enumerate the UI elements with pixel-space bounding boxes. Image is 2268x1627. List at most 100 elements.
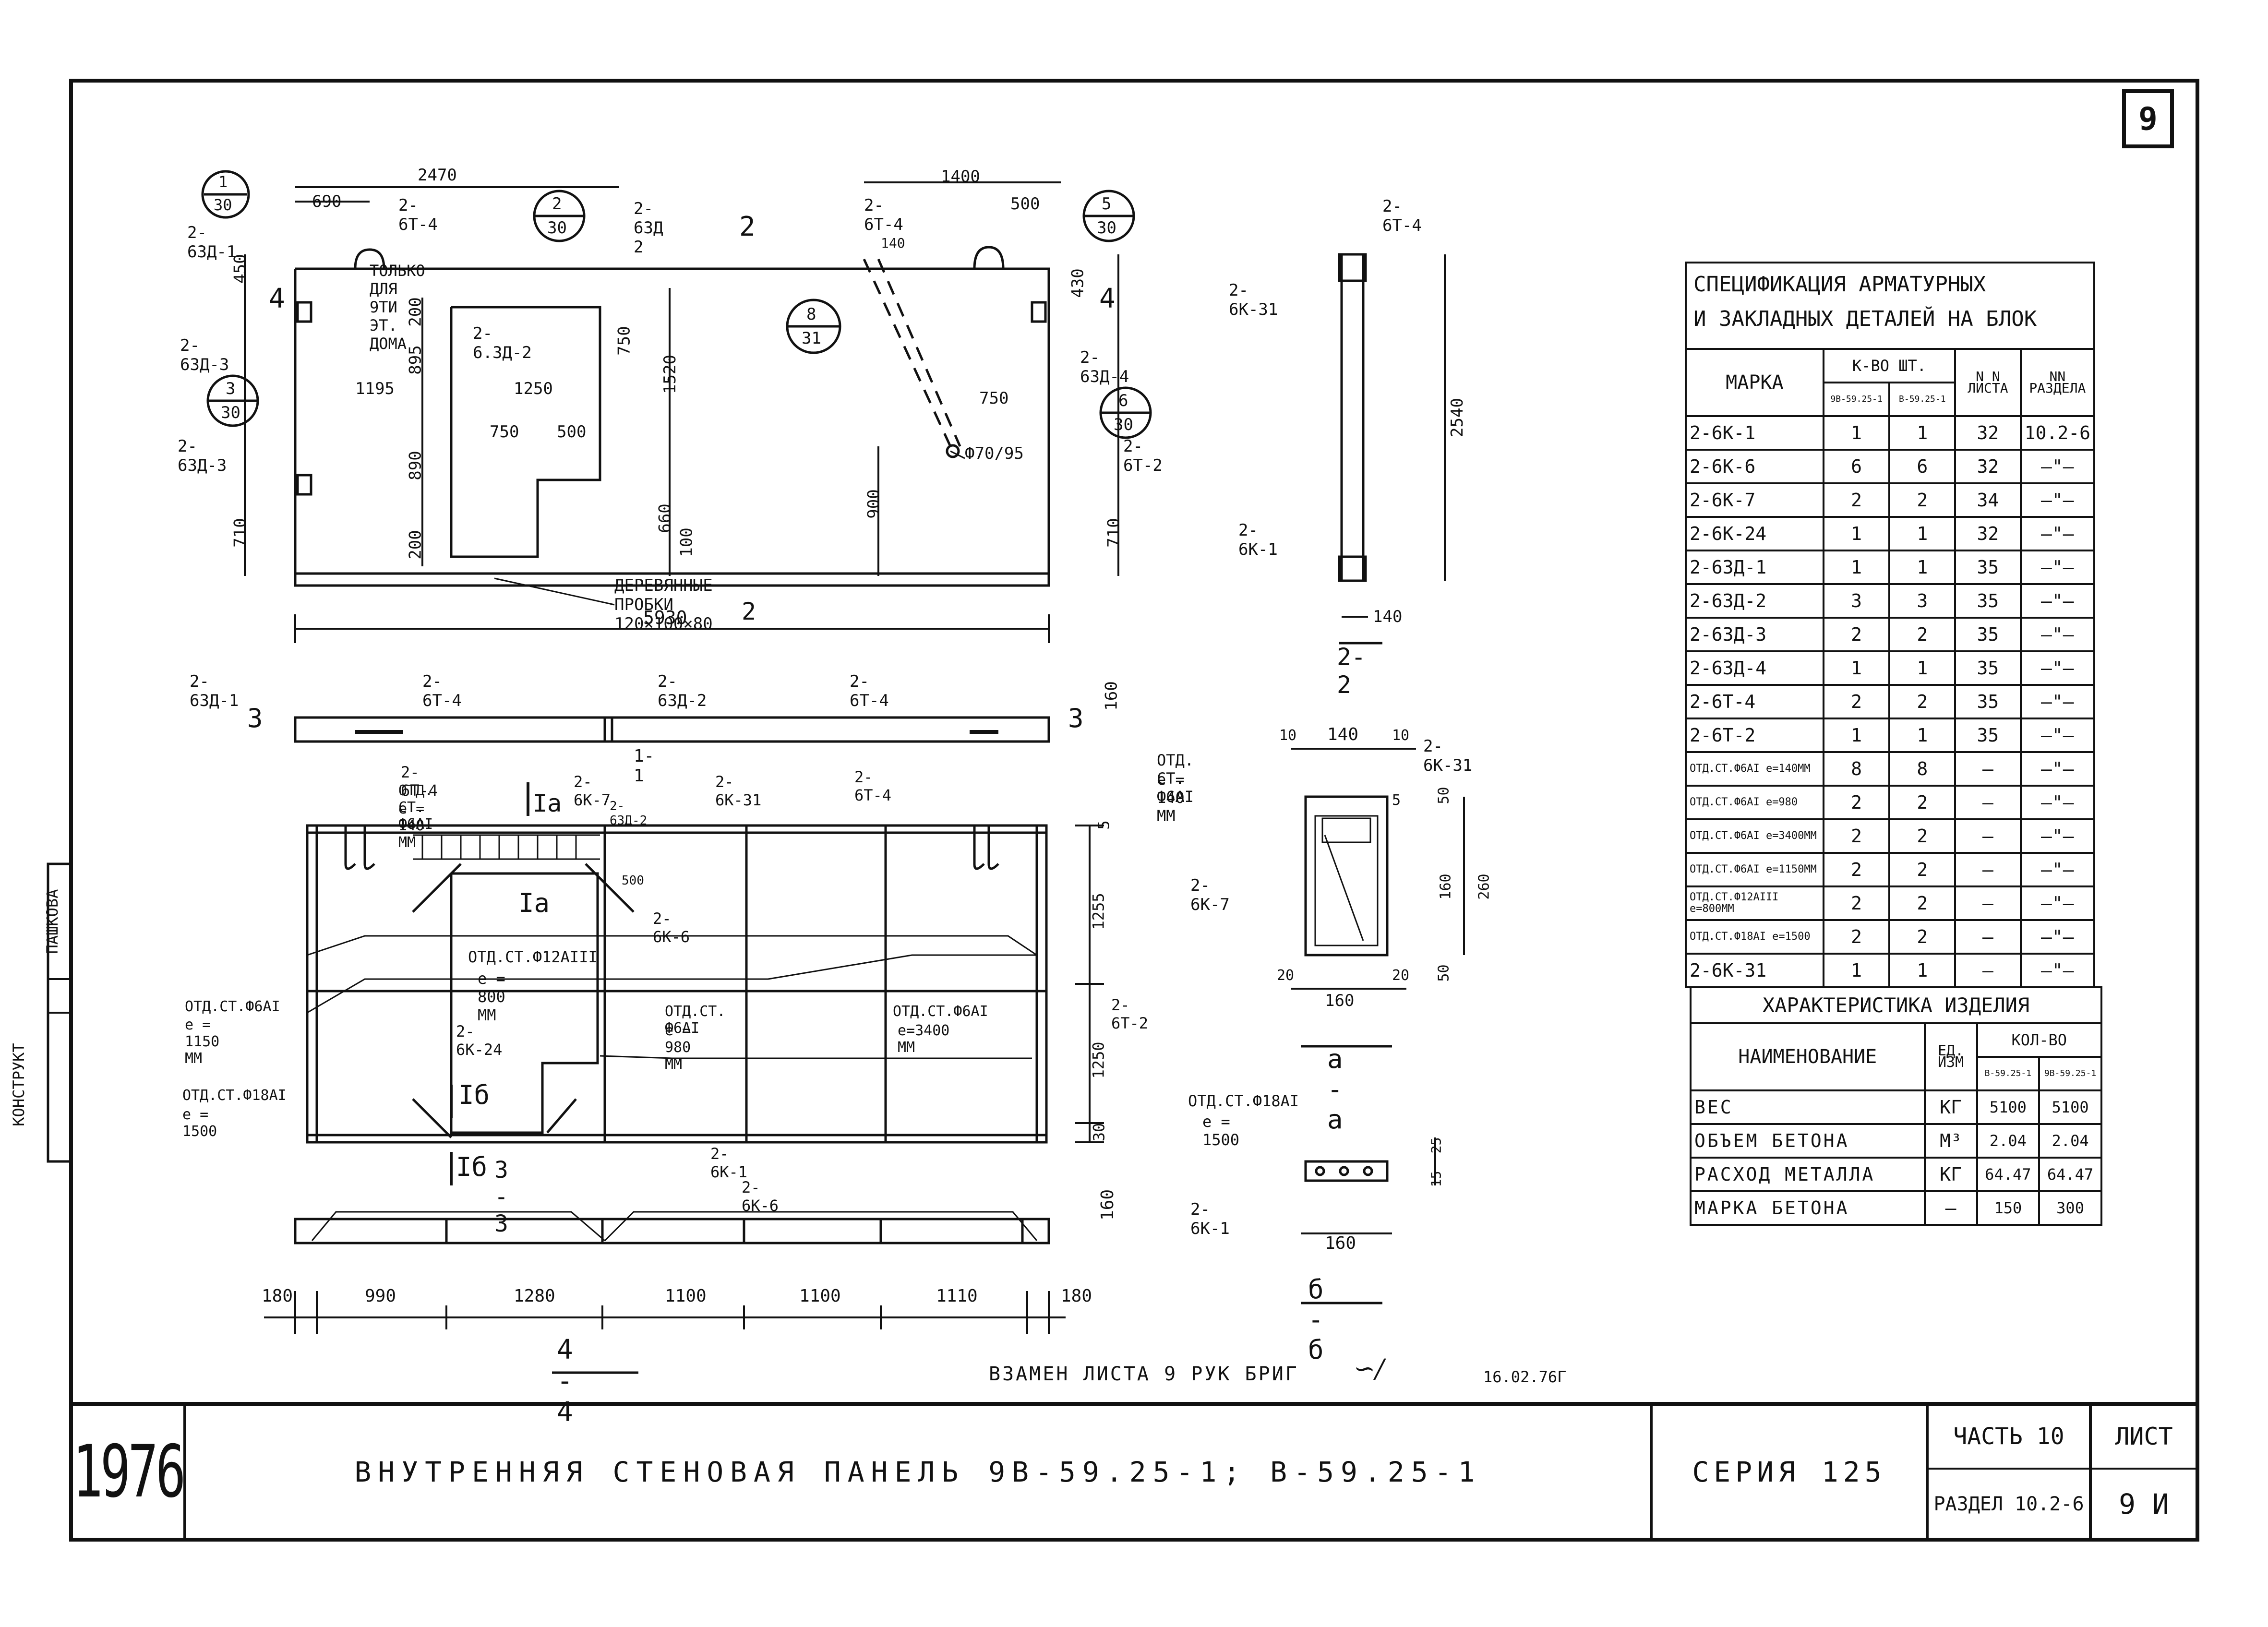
dim-label: Ф70/95: [965, 444, 1024, 463]
spec-cell: 35: [1954, 583, 2022, 619]
dim-label: 15: [1428, 1171, 1444, 1187]
section-title: 2-2: [1337, 643, 1366, 699]
section-mark-a: Iа: [518, 888, 550, 918]
section-3-3-strip: [294, 716, 1050, 743]
dim-label: 1280: [514, 1286, 555, 1306]
dim-label: 750: [614, 326, 634, 356]
spec-cell: ОТД.СТ.Ф6АI е=140ММ: [1685, 751, 1824, 787]
spec-cell: 35: [1954, 550, 2022, 585]
section-title: б - б: [1308, 1274, 1324, 1365]
section-title: а - а: [1327, 1044, 1343, 1135]
spec-cell: 1: [1888, 650, 1956, 686]
mark-label: 2-6Т-4: [401, 763, 438, 800]
char-cell: МАРКА БЕТОНА: [1690, 1190, 1926, 1226]
mark-label: 2-6Т-4: [1382, 197, 1422, 235]
spec-cell: —"—: [2019, 953, 2096, 988]
spec-cell: 2-63Д-4: [1685, 650, 1824, 686]
dim-label: 750: [490, 422, 519, 442]
char-cell: КГ: [1923, 1089, 1978, 1125]
spec-cell: —"—: [2019, 684, 2096, 719]
spec-cell: 2-6Т-4: [1685, 684, 1824, 719]
spec-cell: 1: [1822, 953, 1891, 988]
spec-cell: 2-6Т-2: [1685, 718, 1824, 753]
spec-cell: —"—: [2019, 617, 2096, 652]
spec-cell: ОТД.СТ.Ф6АI е=980: [1685, 785, 1824, 820]
spec-cell: 2-6К-6: [1685, 449, 1824, 484]
spec-cell: 6: [1822, 449, 1891, 484]
signature-mark: ∽∕: [1354, 1353, 1384, 1384]
spec-cell: 1: [1888, 550, 1956, 585]
spec-cell: 2-63Д-1: [1685, 550, 1824, 585]
section-mark-4: 4: [1099, 283, 1116, 314]
dim-label: 180: [1061, 1286, 1092, 1306]
section-a-a: [1291, 748, 1465, 1048]
note-label: ОТД. СТ. Ф6АI: [1157, 751, 1194, 806]
spec-cell: 2-63Д-2: [1685, 583, 1824, 619]
spec-cell: 32: [1954, 415, 2022, 451]
callout-den: 31: [802, 329, 821, 348]
dim-label: 25: [1428, 1137, 1444, 1154]
mark-label: 2-63Д-2: [658, 672, 707, 710]
spec-cell: —: [1954, 919, 2022, 955]
spec-cell: —"—: [2019, 550, 2096, 585]
dim-label: 1100: [799, 1286, 841, 1306]
spec-cell: 2: [1888, 885, 1956, 921]
section-title: 4 - 4: [557, 1334, 573, 1428]
mark-label: 2-6К-7: [574, 773, 611, 809]
spec-cell: 2-6К-24: [1685, 516, 1824, 551]
note-label: е=3400 ММ: [898, 1022, 950, 1056]
mark-label: 2-6Т-4: [864, 196, 903, 234]
spec-cell: 1: [1888, 415, 1956, 451]
mark-label: 2-6К-31: [1423, 737, 1473, 775]
spec-cell: —"—: [2019, 919, 2096, 955]
spec-cell: —"—: [2019, 718, 2096, 753]
spec-cell: 35: [1954, 684, 2022, 719]
dim-label: 5: [1392, 792, 1401, 809]
title-block-part: ЧАСТЬ 10: [1953, 1423, 2064, 1450]
spec-cell: 2: [1822, 818, 1891, 854]
note-label: ОТД.СТ.Ф6АI: [185, 998, 280, 1015]
dim-label: 500: [1010, 194, 1040, 214]
sheet-frame: [69, 79, 2199, 1542]
spec-cell: —: [1954, 785, 2022, 820]
dim-label: 690: [312, 192, 342, 211]
spec-cell: 1: [1822, 550, 1891, 585]
char-cell: ОБЪЕМ БЕТОНА: [1690, 1123, 1926, 1159]
dim-label: 500: [622, 873, 644, 888]
spec-table: МАРКА К-ВО ШТ. N N ЛИСТА NN РАЗДЕЛА 9В-5…: [1685, 348, 2096, 988]
note-label: ОТД. СТ. Ф6АI: [398, 782, 433, 833]
char-header-qty: КОЛ-ВО: [1976, 1022, 2103, 1058]
title-block-title: ВНУТРЕННЯЯ СТЕНОВАЯ ПАНЕЛЬ 9В-59.25-1; В…: [354, 1455, 1482, 1488]
char-header-qty-a: В-59.25-1: [1976, 1056, 2040, 1091]
section-mark-4: 4: [269, 283, 285, 314]
dim-label: 5: [1094, 820, 1113, 830]
spec-cell: 2: [1822, 785, 1891, 820]
spec-cell: —"—: [2019, 449, 2096, 484]
spec-cell: 1: [1822, 516, 1891, 551]
spec-cell: 2-6К-1: [1685, 415, 1824, 451]
spec-cell: —"—: [2019, 516, 2096, 551]
spec-cell: 8: [1822, 751, 1891, 787]
mark-label: 2-6Т-4: [422, 672, 462, 710]
mark-label: 2-6К-7: [1190, 876, 1230, 914]
spec-header-sheet: N N ЛИСТА: [1954, 348, 2022, 417]
spec-cell: ОТД.СТ.Ф12АIII е=800ММ: [1685, 885, 1824, 921]
char-header-name: НАИМЕНОВАНИЕ: [1690, 1022, 1926, 1091]
section-title: Iб: [456, 1152, 488, 1182]
spec-cell: 2: [1888, 785, 1956, 820]
dim-label: 1195: [355, 379, 395, 398]
mark-label: 2-6Т-2: [1123, 437, 1163, 475]
spec-header-qty-b: В-59.25-1: [1888, 382, 1956, 417]
section-b-b: [1301, 1137, 1436, 1304]
callout-den: 30: [221, 403, 240, 422]
dim-total-width: 5930: [643, 607, 687, 628]
